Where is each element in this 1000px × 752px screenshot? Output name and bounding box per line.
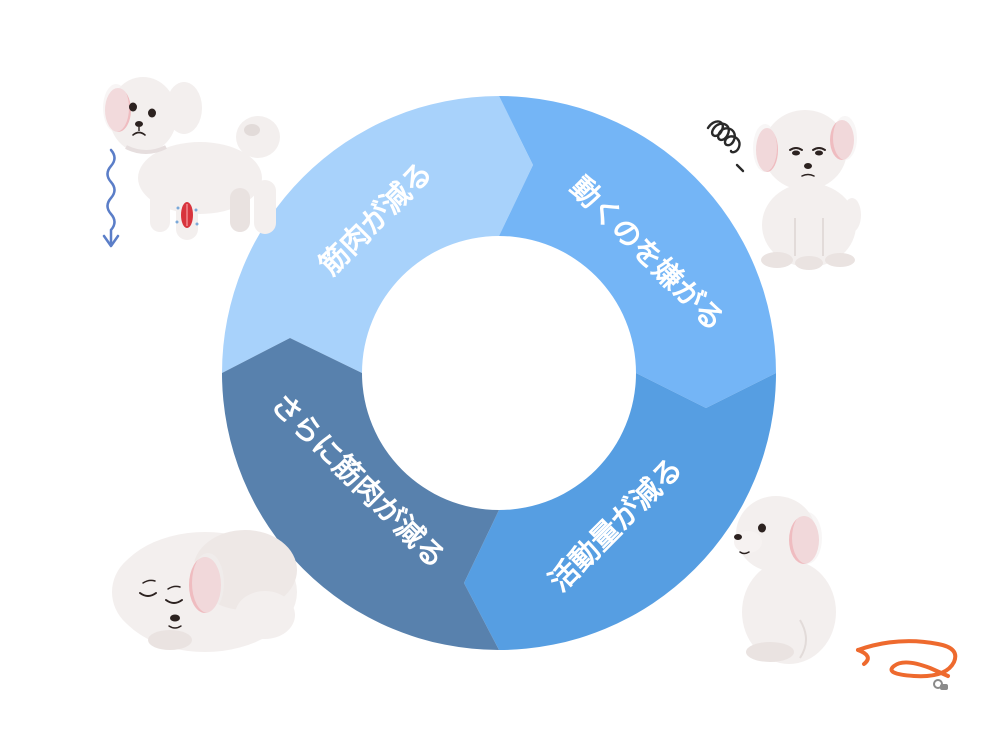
dog-sitting-side-icon bbox=[734, 496, 958, 690]
segment-bottom-right bbox=[464, 373, 776, 650]
cycle-ring bbox=[222, 96, 776, 650]
dog-sleeping-icon bbox=[112, 530, 297, 652]
dog-standing-sad-icon bbox=[102, 77, 280, 248]
scribble-icon bbox=[706, 120, 745, 173]
muscle-icon bbox=[175, 202, 199, 228]
down-arrow-icon bbox=[102, 148, 120, 248]
segment-top-right bbox=[499, 96, 776, 408]
leash-icon bbox=[856, 639, 958, 690]
dog-sitting-annoyed-icon bbox=[706, 110, 861, 270]
segment-top-left bbox=[222, 96, 533, 373]
segment-bottom-left bbox=[222, 338, 499, 650]
